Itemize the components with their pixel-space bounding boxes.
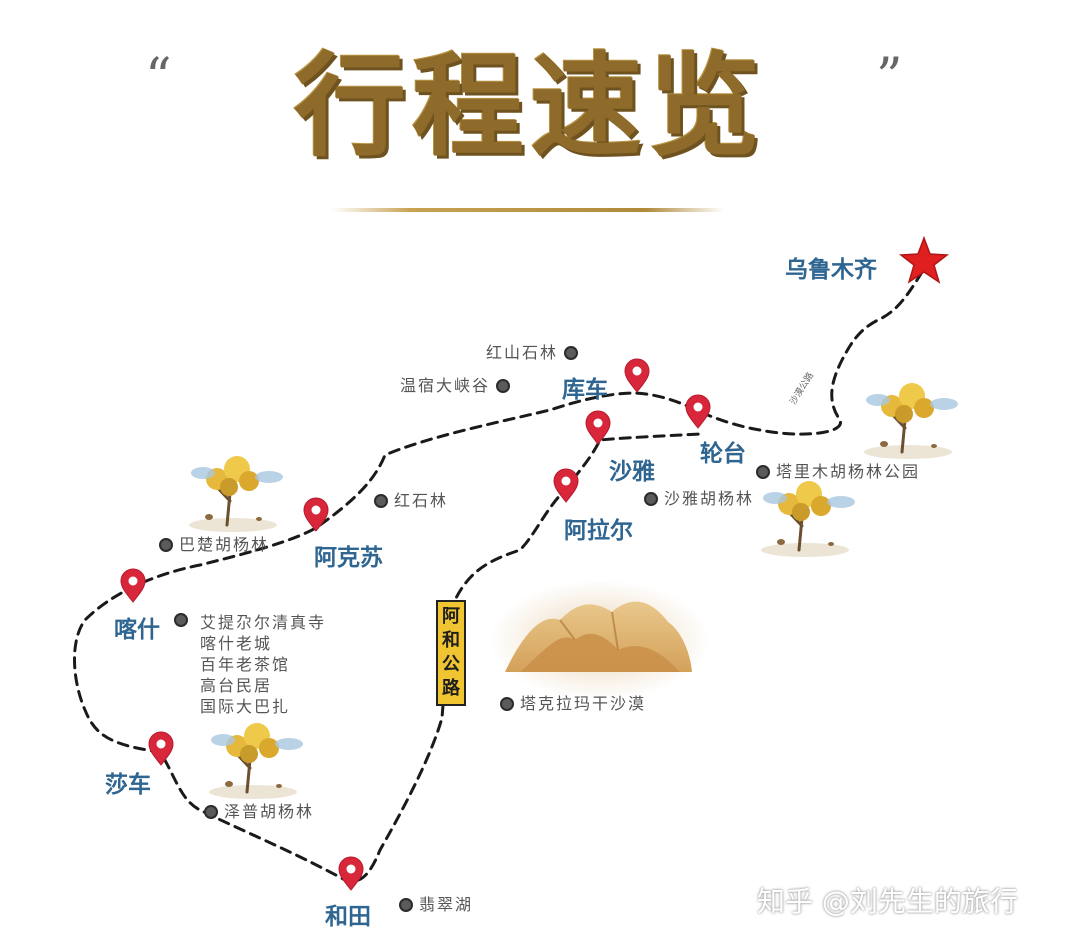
list-item: 喀什老城 <box>200 634 273 653</box>
poi-feicui-lake: 翡翠湖 <box>399 891 473 915</box>
city-hotan: 和田 <box>325 904 371 930</box>
list-item: 艾提尕尔清真寺 <box>200 613 327 632</box>
populus-tree-icon <box>862 381 960 461</box>
poi-shaya-populus: 沙雅胡杨林 <box>644 485 754 509</box>
title-quote-close: ” <box>876 48 903 108</box>
dot-icon <box>204 805 218 819</box>
sand-dune-icon <box>490 580 710 700</box>
dot-icon <box>564 346 579 360</box>
city-kashgar: 喀什 <box>114 617 160 643</box>
list-item: 高台民居 <box>200 676 273 695</box>
poi-taklamakan: 塔克拉玛干沙漠 <box>500 690 646 714</box>
city-aksu: 阿克苏 <box>314 545 383 571</box>
dot-icon <box>399 898 413 912</box>
list-item: 百年老茶馆 <box>200 655 291 674</box>
title-quote-open: “ <box>145 48 172 108</box>
title-block: “ 行程速览 ” <box>0 40 1080 180</box>
route-line <box>73 270 924 883</box>
populus-tree-icon <box>207 721 305 801</box>
poi-tarim-populus-park: 塔里木胡杨林公园 <box>756 458 920 482</box>
dot-icon <box>174 613 188 627</box>
poi-bachu-populus: 巴楚胡杨林 <box>159 531 269 555</box>
dot-icon <box>496 379 511 393</box>
city-luntai: 轮台 <box>700 441 746 467</box>
poi-red-stone-forest: 红石林 <box>374 487 448 511</box>
title-divider <box>332 208 724 212</box>
list-item: 国际大巴扎 <box>200 697 291 716</box>
city-shaya: 沙雅 <box>609 459 655 485</box>
page-title: 行程速览 <box>294 41 766 172</box>
populus-tree-icon <box>759 479 857 559</box>
populus-tree-icon <box>187 454 285 534</box>
dot-icon <box>159 538 173 552</box>
dot-icon <box>374 494 388 508</box>
city-shache: 莎车 <box>105 772 151 798</box>
city-kuqa: 库车 <box>562 377 608 403</box>
city-alar: 阿拉尔 <box>564 518 633 544</box>
poi-kashgar-list: 艾提尕尔清真寺 喀什老城 百年老茶馆 高台民居 国际大巴扎 <box>200 612 326 717</box>
dot-icon <box>644 492 658 506</box>
city-urumqi: 乌鲁木齐 <box>785 257 877 283</box>
poi-zepu-populus: 泽普胡杨林 <box>204 798 314 822</box>
poi-hongshan-stone-forest: 红山石林 <box>486 339 579 363</box>
dot-icon <box>500 697 514 711</box>
watermark: 知乎 @刘先生的旅行 <box>757 885 1018 918</box>
dot-icon <box>756 465 770 479</box>
poi-wensu-canyon: 温宿大峡谷 <box>400 372 511 396</box>
road-sign-ahe-highway: 阿 和 公 路 <box>436 600 466 706</box>
star-icon <box>898 235 950 284</box>
